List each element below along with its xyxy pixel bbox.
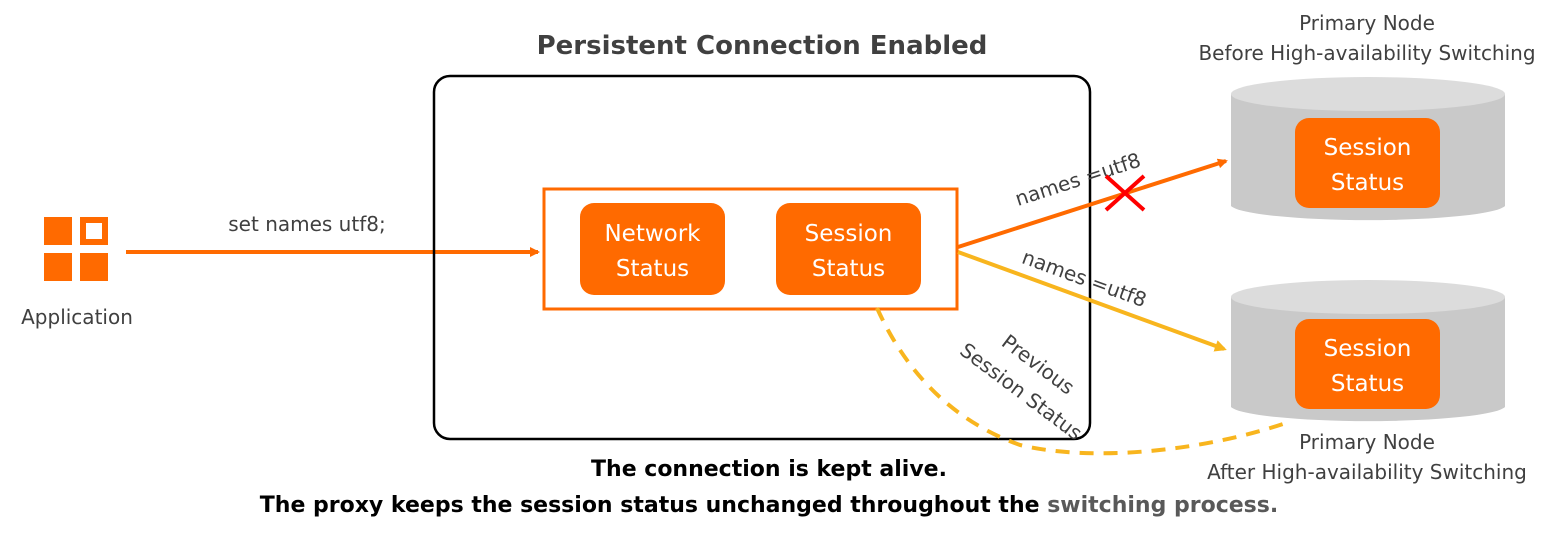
old-primary-session-line2: Status bbox=[1331, 170, 1404, 196]
request-label: set names utf8; bbox=[228, 212, 385, 236]
old-primary-arrow-label: names =utf8 bbox=[1012, 148, 1144, 211]
network-status-line2: Status bbox=[616, 256, 689, 282]
old-primary-title-line1: Primary Node bbox=[1299, 11, 1435, 35]
new-primary-session-chip bbox=[1295, 319, 1440, 409]
new-primary-session-line1: Session bbox=[1324, 336, 1412, 362]
caption-line2-prefix: The proxy keeps the session status uncha… bbox=[260, 493, 1047, 518]
new-primary-title-line1: Primary Node bbox=[1299, 430, 1435, 454]
caption-line2: The proxy keeps the session status uncha… bbox=[260, 493, 1278, 518]
old-primary-session-line1: Session bbox=[1324, 135, 1412, 161]
network-status-chip: Network Status bbox=[580, 203, 725, 295]
old-primary-arrow bbox=[957, 158, 1228, 249]
new-primary-session-line2: Status bbox=[1331, 371, 1404, 397]
network-status-line1: Network bbox=[604, 221, 701, 247]
caption-line2-suffix: switching process. bbox=[1047, 493, 1278, 518]
caption-line1: The connection is kept alive. bbox=[591, 457, 947, 482]
new-primary-arrow-label: names =utf8 bbox=[1019, 245, 1150, 312]
old-primary-title-line2: Before High-availability Switching bbox=[1198, 41, 1535, 65]
old-primary-node-cylinder: Session Status bbox=[1231, 77, 1505, 221]
new-primary-arrow bbox=[957, 250, 1227, 352]
new-primary-node-cylinder: Session Status bbox=[1231, 280, 1505, 422]
proxy-session-status-line1: Session bbox=[805, 221, 893, 247]
diagram-title: Persistent Connection Enabled bbox=[537, 31, 988, 61]
restore-session-curve bbox=[875, 307, 1287, 456]
failure-cross-icon bbox=[1104, 174, 1146, 212]
application-label: Application bbox=[21, 305, 133, 329]
proxy-session-status-chip: Session Status bbox=[776, 203, 921, 295]
new-primary-title-line2: After High-availability Switching bbox=[1207, 460, 1527, 484]
proxy-container bbox=[432, 74, 1092, 441]
old-primary-session-chip bbox=[1295, 118, 1440, 208]
proxy-session-status-line2: Status bbox=[812, 256, 885, 282]
application-icon bbox=[44, 217, 108, 281]
